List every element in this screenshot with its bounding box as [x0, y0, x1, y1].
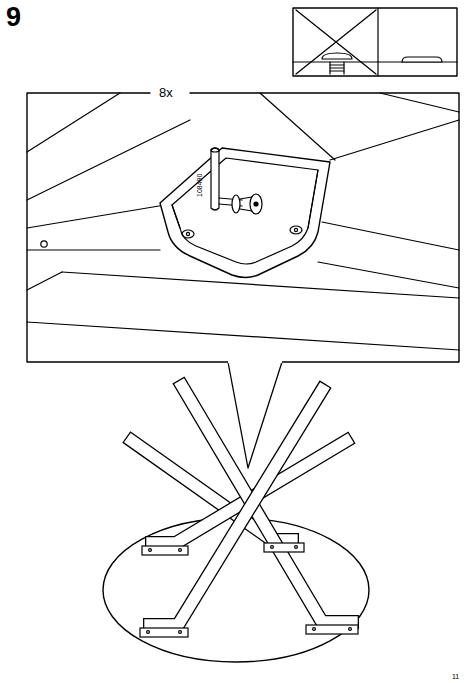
detail-view-frame: [27, 93, 459, 468]
leg-feet: [140, 543, 358, 637]
leg-socket: [160, 148, 330, 278]
table-legs: [132, 386, 352, 625]
table-underside: [27, 93, 459, 350]
bolt-108490: [211, 148, 262, 214]
correct-incorrect-panel: [293, 8, 457, 76]
part-number: 108490: [196, 174, 203, 197]
step-number: 9: [6, 4, 21, 31]
quantity-label: 8x: [156, 86, 176, 99]
page-number: 11: [452, 673, 459, 680]
